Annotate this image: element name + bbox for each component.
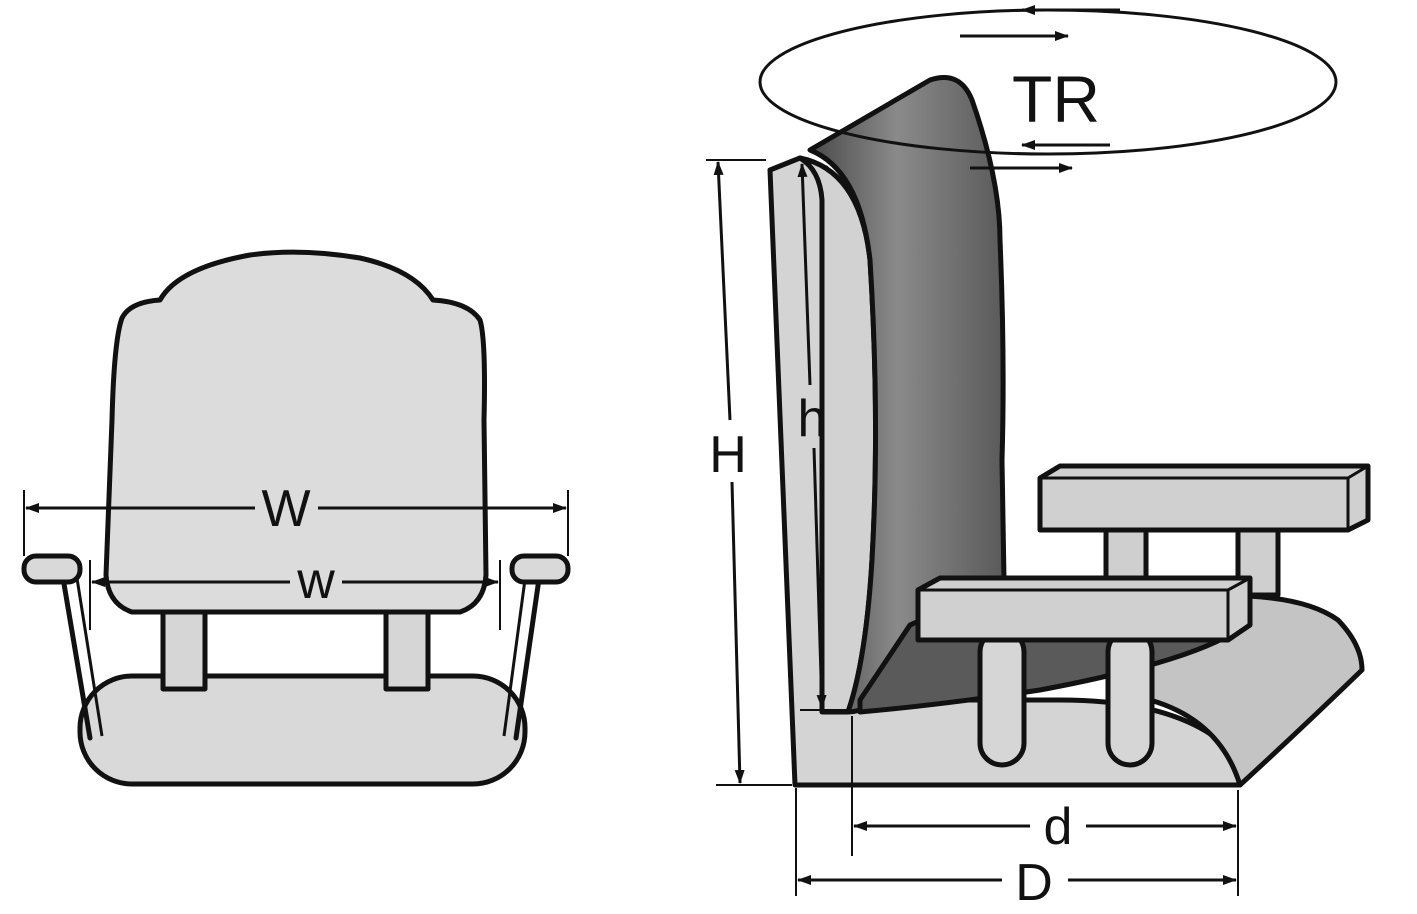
D-label: D [1015, 854, 1053, 912]
side-view: TR H h d D [706, 4, 1371, 912]
H-dimension-bottom [730, 481, 745, 784]
d-label: d [1044, 798, 1073, 856]
front-right-armrest-rod-inner [502, 571, 528, 737]
h-dimension-top [797, 163, 812, 386]
side-lower-leg-2 [1105, 627, 1155, 768]
front-left-armrest-rod [59, 569, 93, 741]
side-lower-armrest [915, 575, 1253, 643]
front-left-armrest-rod-inner [74, 571, 104, 737]
TR-label: TR [1012, 62, 1100, 136]
side-upper-armrest [1037, 463, 1371, 533]
side-upper-armrest-edge [1040, 464, 1369, 530]
front-backrest [103, 249, 489, 615]
front-right-armrest-rod [513, 569, 543, 741]
front-seat-cushion [77, 673, 528, 787]
front-left-post [160, 602, 208, 692]
side-lower-armrest-edge [918, 576, 1251, 640]
W-label: W [261, 480, 310, 538]
front-left-armrest [21, 553, 83, 585]
h-label: h [798, 390, 827, 448]
H-dimension-top [713, 161, 732, 421]
front-view: W w [21, 249, 571, 787]
side-lower-leg-1 [977, 627, 1027, 768]
H-label: H [709, 426, 747, 484]
h-dimension-bottom [812, 447, 827, 709]
front-right-post [383, 602, 431, 692]
front-right-armrest [509, 553, 571, 585]
w-label: w [296, 552, 335, 610]
